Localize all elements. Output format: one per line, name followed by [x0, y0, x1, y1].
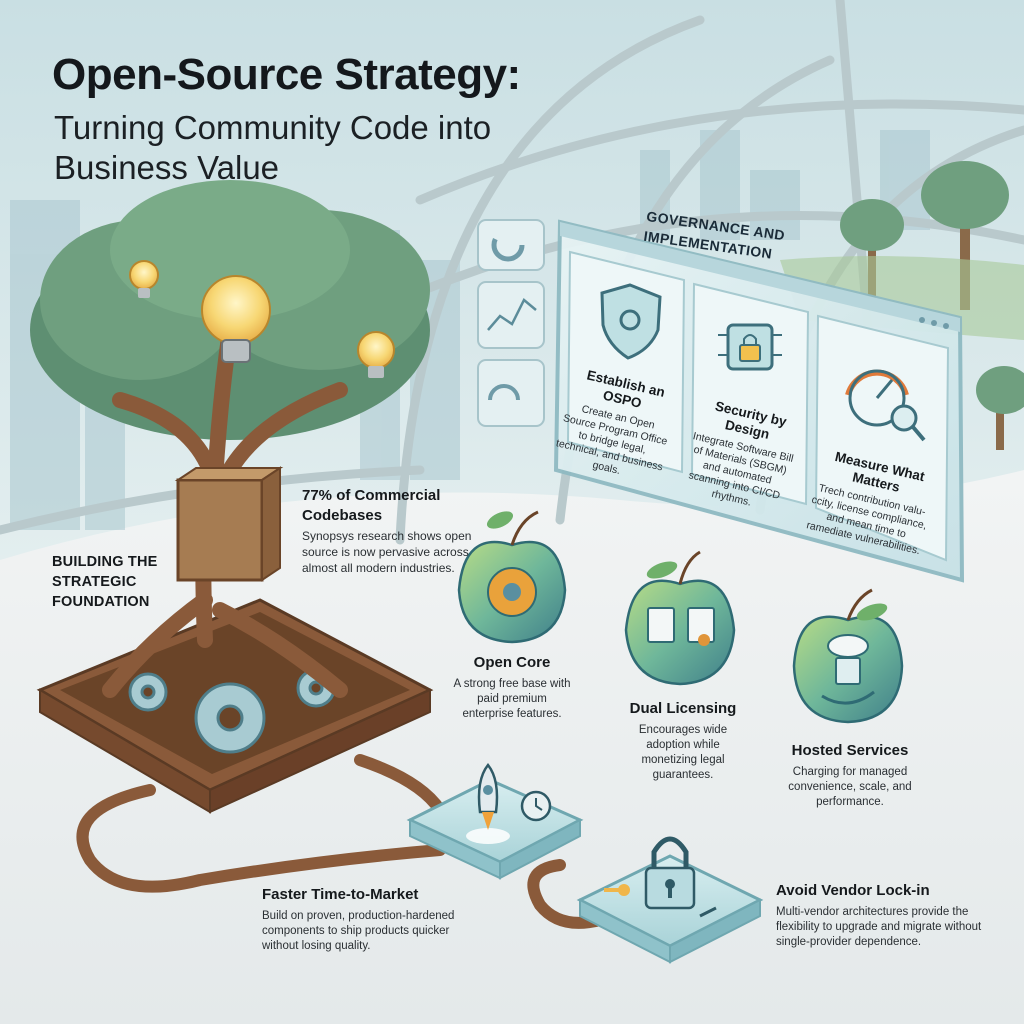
- benefit-vendor-lock-in: Avoid Vendor Lock-in Multi-vendor archit…: [776, 882, 996, 950]
- benefit-body: Build on proven, production-hardened com…: [262, 910, 455, 952]
- benefit-time-to-market: Faster Time-to-Market Build on proven, p…: [262, 886, 472, 954]
- model-hosted-services: Hosted Services Charging for managed con…: [780, 742, 920, 810]
- model-body: Encourages wide adoption while monetizin…: [638, 724, 728, 781]
- page-subtitle: Turning Community Code into Business Val…: [54, 109, 492, 186]
- model-body: A strong free base with paid premium ent…: [453, 678, 571, 720]
- cloud-server-apple-icon: [792, 588, 904, 724]
- gauge-magnifier-icon: [845, 369, 926, 442]
- model-title: Hosted Services: [791, 742, 909, 759]
- stat-body: Synopsys research shows open source is n…: [302, 529, 472, 575]
- chip-lock-icon: [718, 323, 782, 371]
- benefit-body: Multi-vendor architectures provide the f…: [776, 906, 982, 948]
- greenhouse-frame: [0, 0, 1024, 545]
- page-title: Open-Source Strategy:: [52, 50, 521, 99]
- model-title: Open Core: [473, 654, 551, 671]
- shield-gear-icon: [600, 283, 662, 360]
- padlock-keys-icon: [576, 836, 764, 964]
- benefit-title: Faster Time-to-Market: [262, 886, 419, 903]
- model-body: Charging for managed convenience, scale,…: [788, 766, 912, 808]
- model-open-core: Open Core A strong free base with paid p…: [452, 654, 572, 722]
- foundation-label: BUILDING THE STRATEGIC FOUNDATION: [52, 554, 158, 610]
- gear-icon: [128, 668, 336, 754]
- stat-title: 77% of Commercial Codebases: [302, 487, 441, 524]
- benefit-title: Avoid Vendor Lock-in: [776, 882, 930, 899]
- dashboard-widgets: [477, 219, 545, 427]
- root-path: [76, 754, 606, 929]
- lightbulb-icon: [129, 260, 395, 378]
- model-title: Dual Licensing: [629, 700, 737, 717]
- certificates-apple-icon: [624, 550, 736, 686]
- gear-apple-icon: [457, 510, 567, 644]
- rocket-clock-icon: [406, 762, 584, 880]
- model-dual-licensing: Dual Licensing Encourages wide adoption …: [618, 700, 748, 783]
